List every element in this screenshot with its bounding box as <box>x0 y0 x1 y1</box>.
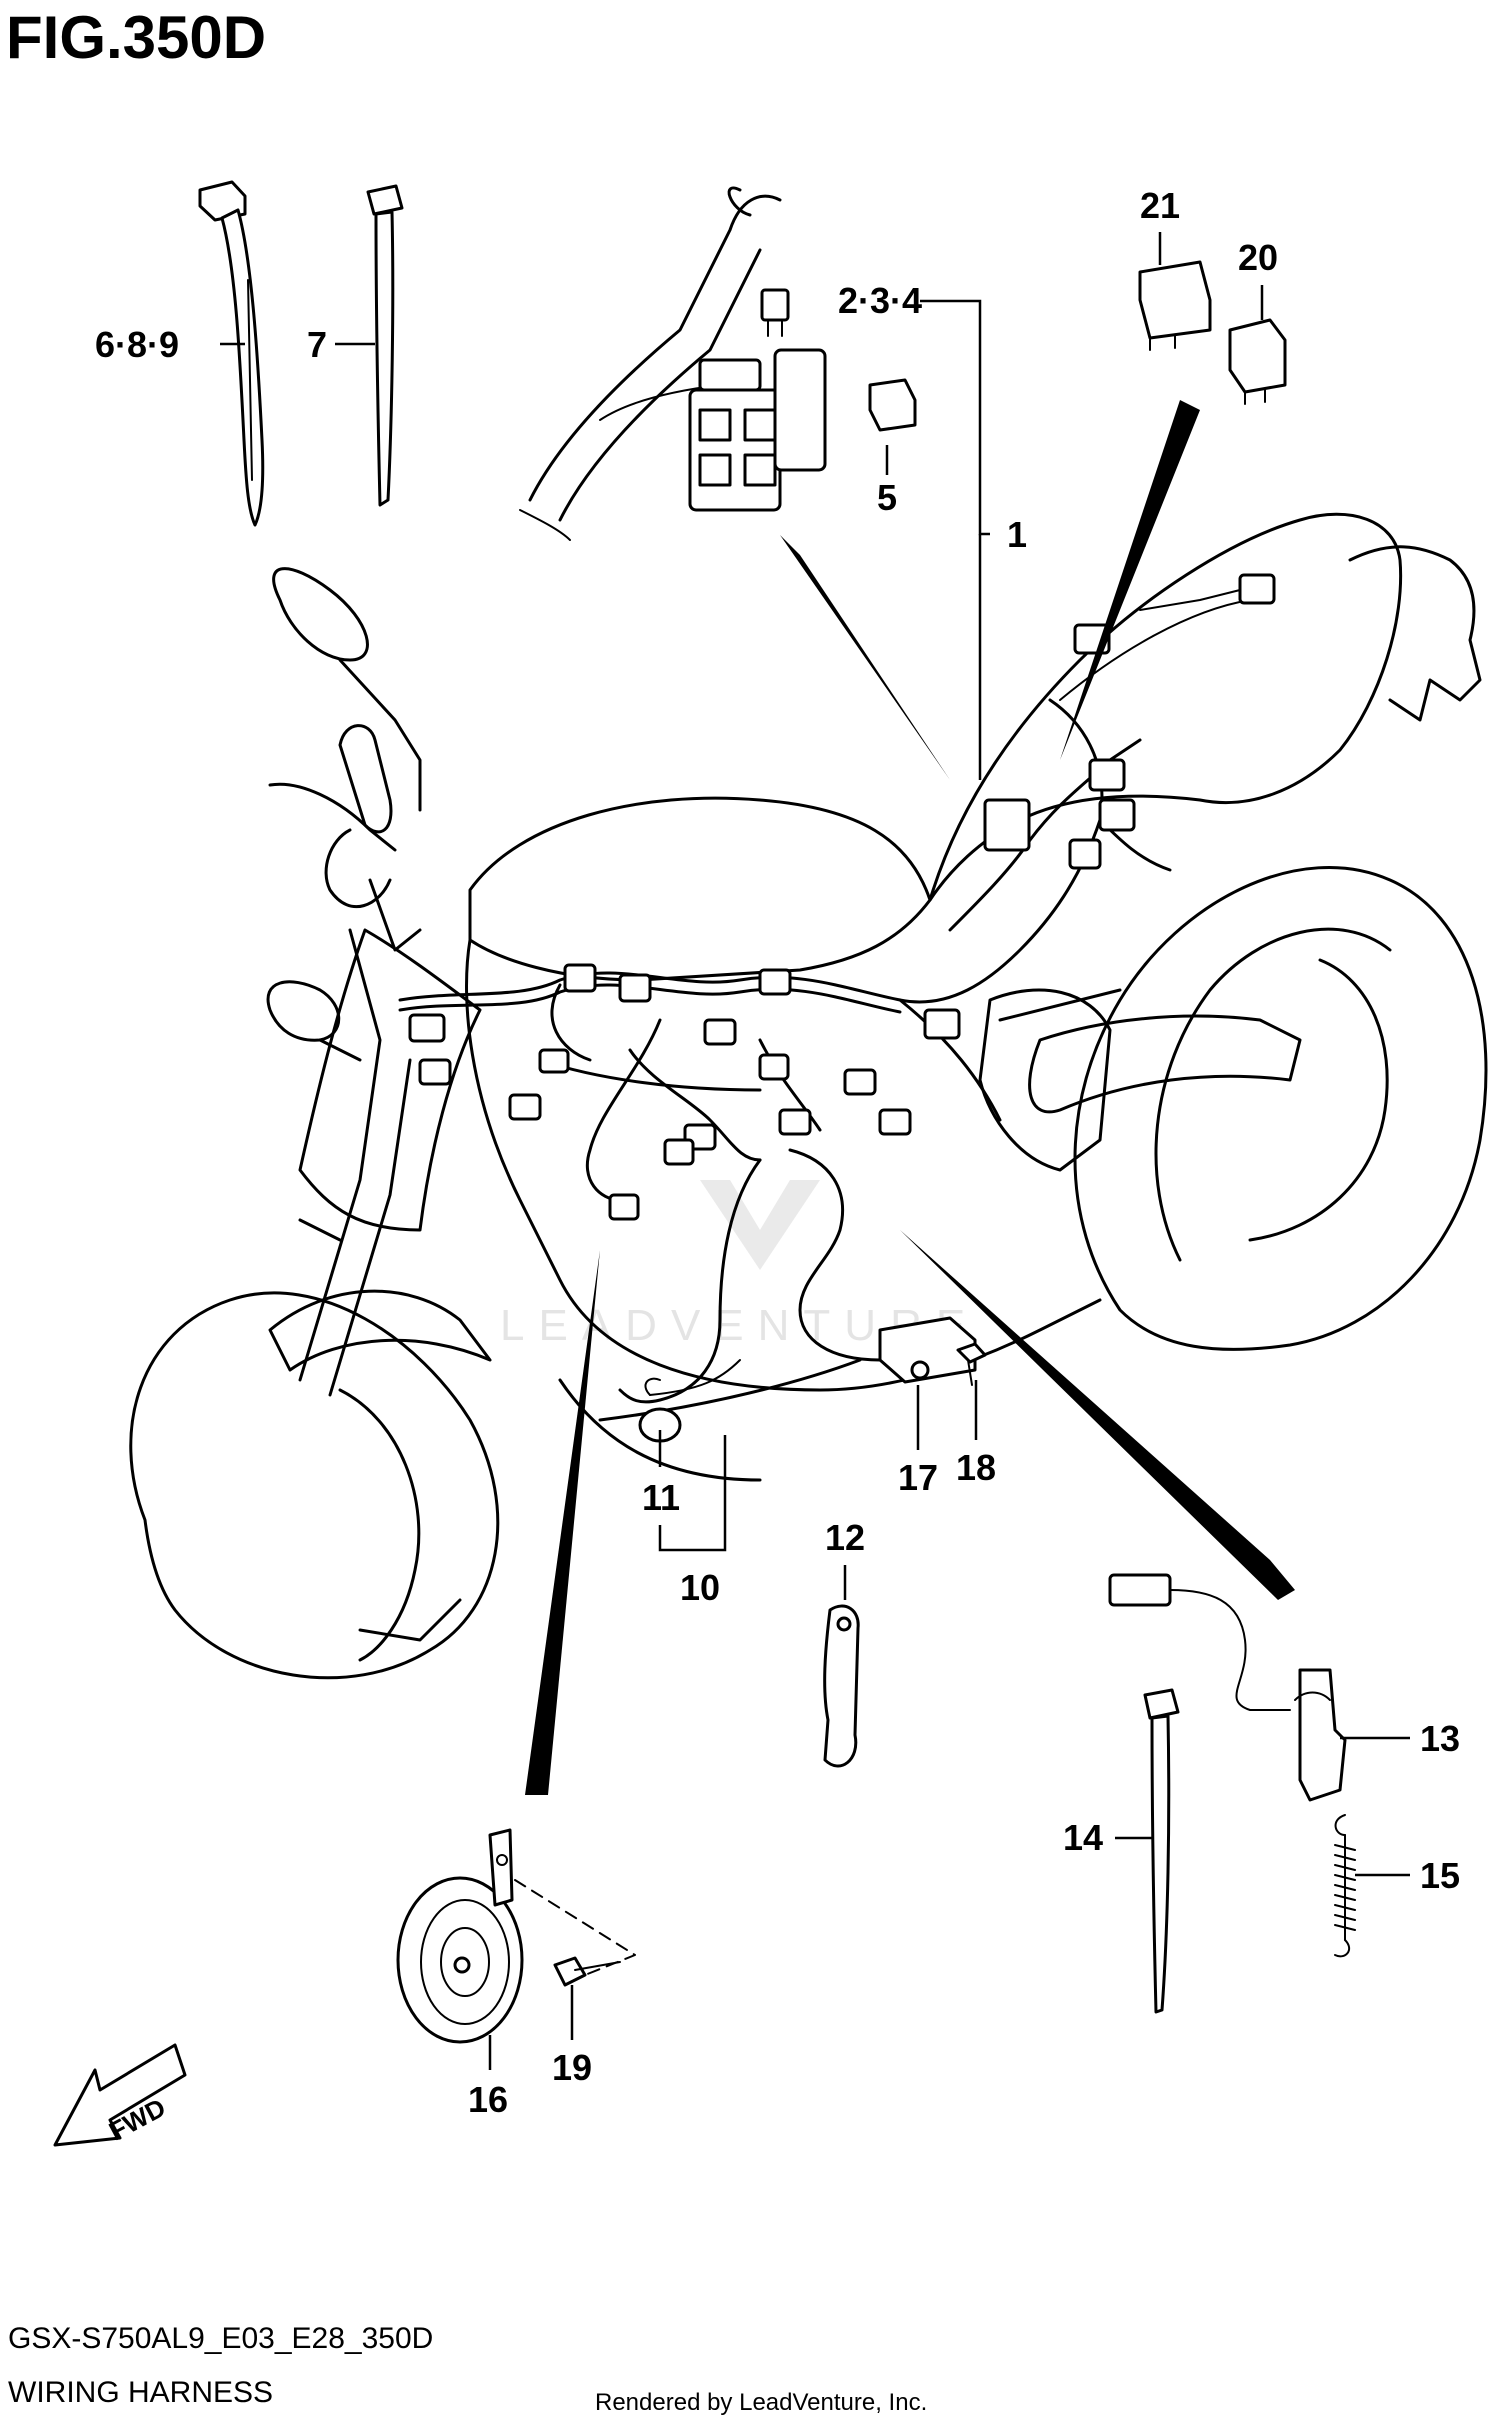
cable-tie-7-icon <box>366 184 404 507</box>
callout-1: 1 <box>1007 514 1027 555</box>
fuse-box-cap-icon <box>868 378 917 432</box>
section-name: WIRING HARNESS <box>8 2376 273 2409</box>
relay-20-icon <box>1228 318 1287 405</box>
callout-10: 10 <box>680 1567 720 1608</box>
callout-11: 11 <box>642 1477 680 1518</box>
assembly-line <box>514 1879 636 1976</box>
callout-20: 20 <box>1238 237 1278 278</box>
mirror-right <box>266 980 362 1062</box>
rear-wheel <box>1073 865 1488 1351</box>
bolt-icon <box>553 1956 621 1987</box>
motorcycle-outline <box>129 512 1488 1680</box>
tail-section <box>1348 545 1482 722</box>
rear-swingarm <box>1028 1014 1302 1114</box>
model-code: GSX-S750AL9_E03_E28_350D <box>8 2322 433 2355</box>
callout-6-8-9: 6·8·9 <box>95 324 179 365</box>
side-cover <box>978 988 1112 1172</box>
fwd-direction-arrow: FWD <box>53 2043 187 2147</box>
callout-18: 16 <box>468 2079 508 2120</box>
screw-17-icon <box>956 1342 987 1386</box>
callout-15: 15 <box>1420 1855 1460 1896</box>
front-wheel <box>129 1291 500 1680</box>
brake-switch-icon <box>1108 1573 1347 1802</box>
fuse-box-assembly <box>519 186 827 541</box>
callout-5: 5 <box>877 477 897 518</box>
horn-icon <box>396 1828 524 2044</box>
leader-lines <box>220 232 1410 2070</box>
sensor-icon <box>878 1316 977 1384</box>
relay-21-icon <box>1138 260 1212 351</box>
grommet-connector-icon <box>638 1359 741 1443</box>
callout-labels: 6·8·9 7 2·3·4 5 1 21 20 11 10 17 18 12 1… <box>95 185 1460 2120</box>
callout-16: 17 <box>898 1457 938 1498</box>
harness-connectors <box>408 573 1276 1372</box>
pointer-wedges <box>525 400 1295 1795</box>
callout-13: 13 <box>1420 1718 1460 1759</box>
callout-2-3-4: 2·3·4 <box>838 280 922 321</box>
fuse-icon <box>760 288 790 337</box>
render-credit: Rendered by LeadVenture, Inc. <box>595 2389 927 2416</box>
callout-12: 12 <box>825 1517 865 1558</box>
callout-21: 21 <box>1140 185 1180 226</box>
clamp-tie-icon <box>198 180 265 527</box>
wiring-harness <box>398 573 1276 1404</box>
spring-icon <box>1334 1814 1356 1958</box>
callout-7: 7 <box>307 324 327 365</box>
mirror-left <box>272 567 422 812</box>
callout-17: 18 <box>956 1447 996 1488</box>
callout-14: 14 <box>1063 1817 1103 1858</box>
front-fender <box>268 1289 492 1372</box>
front-fork <box>298 928 412 1397</box>
cable-tie-14-icon <box>1143 1688 1180 2014</box>
figure-title: FIG.350D <box>6 4 266 71</box>
fuel-tank <box>468 796 932 982</box>
callout-19: 19 <box>552 2047 592 2088</box>
clamp-12-icon <box>823 1604 860 1768</box>
handlebar <box>268 724 422 952</box>
